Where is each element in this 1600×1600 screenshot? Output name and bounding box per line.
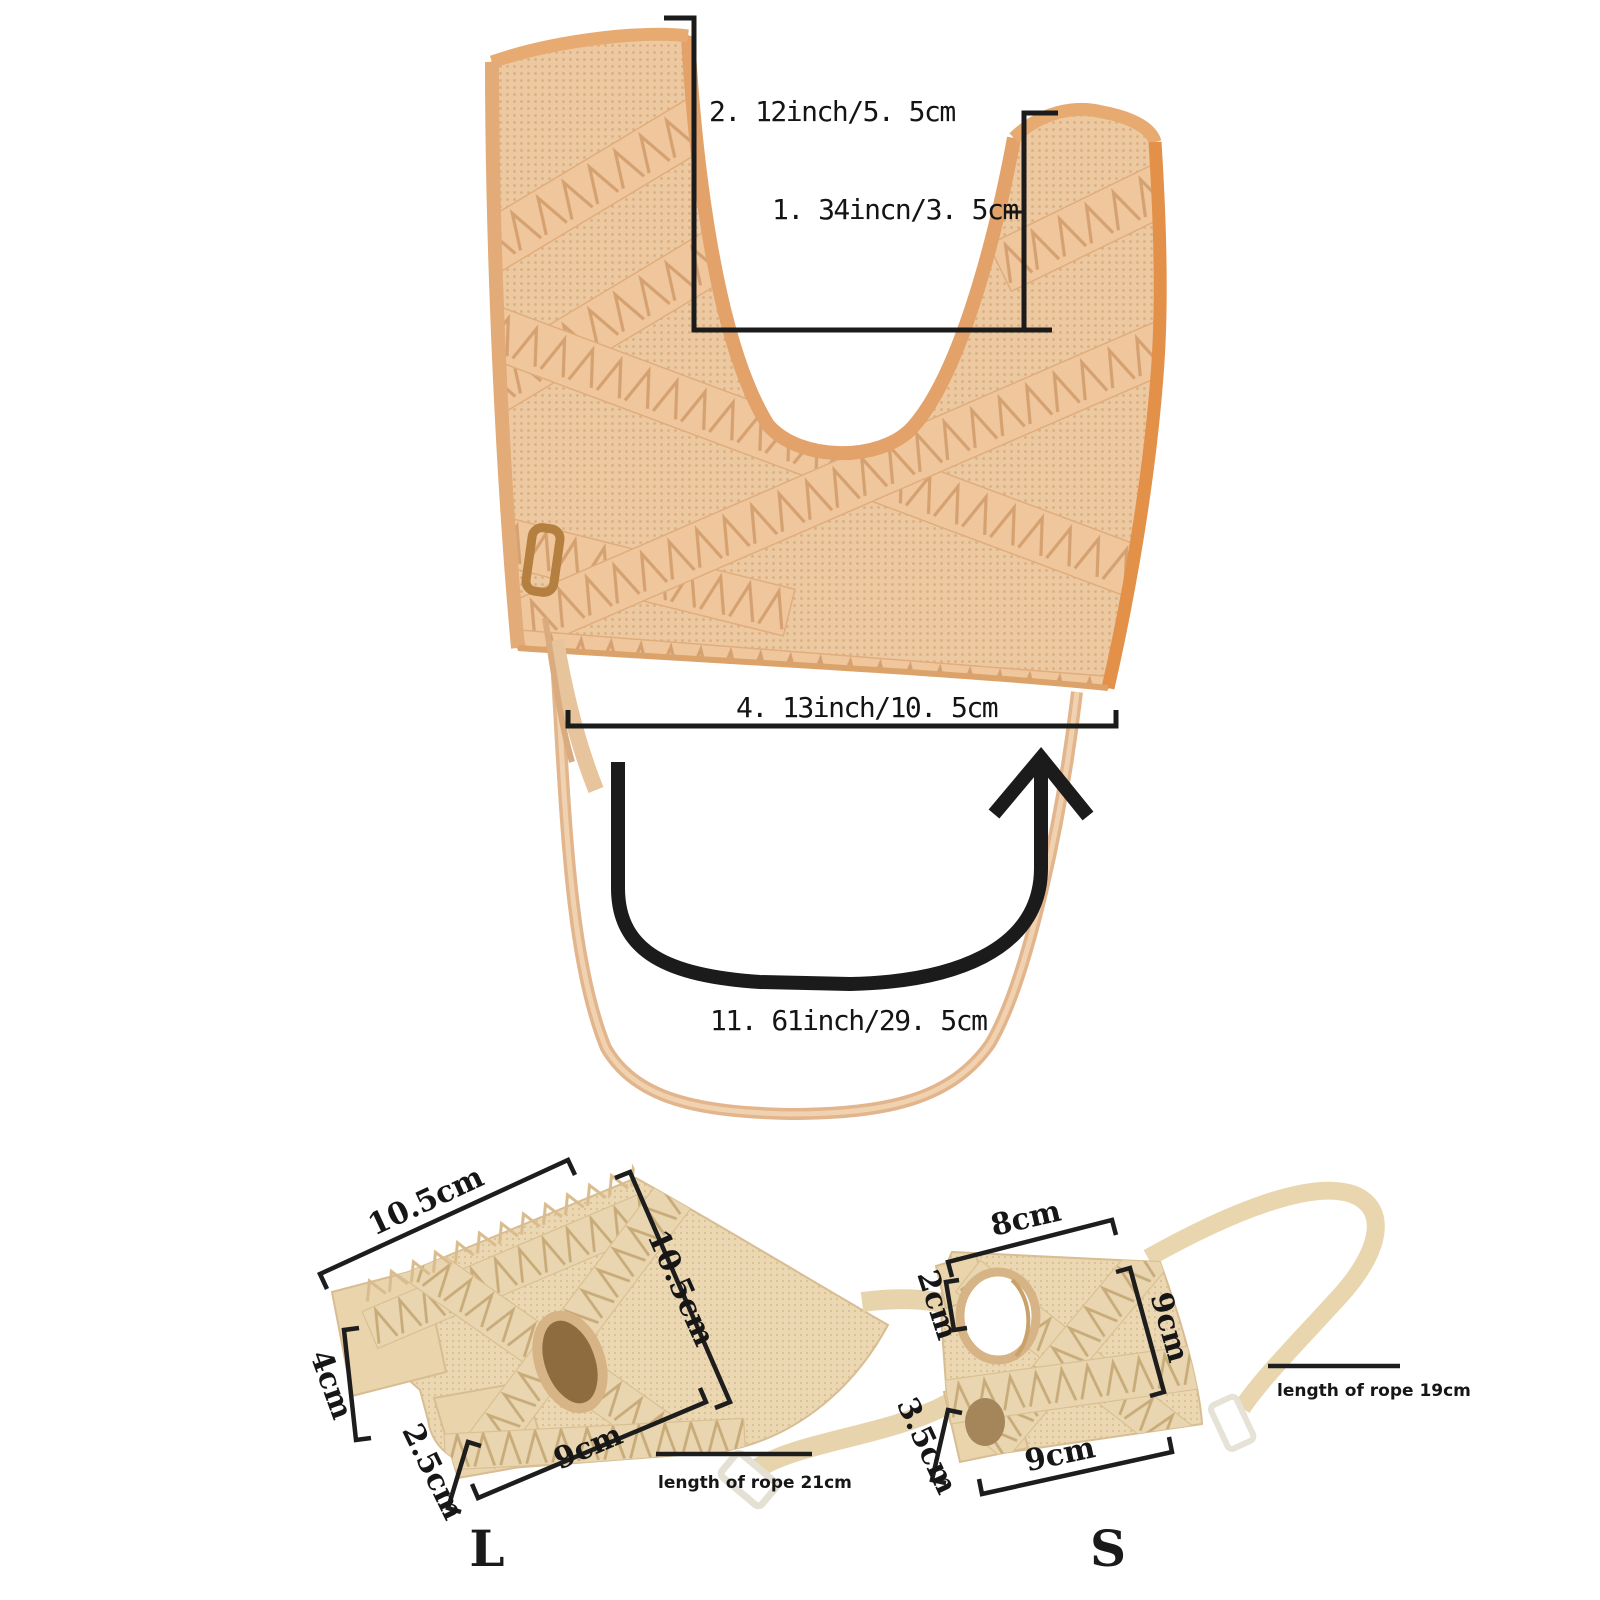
dim-label-side-height: 2. 12inch/5. 5cm xyxy=(709,95,955,128)
strap-band xyxy=(492,320,1161,673)
loose-strap-end xyxy=(548,638,604,793)
left-edge-binding xyxy=(485,61,525,649)
dim-label-width: 4. 13inch/10. 5cm xyxy=(736,691,998,724)
s-rope-strap xyxy=(1143,1181,1385,1414)
rope-curve-arrow xyxy=(611,762,1048,992)
dim-label-front-height: 1. 34incn/3. 5cm xyxy=(772,193,1018,226)
l-dim-line-top xyxy=(317,1157,578,1290)
l-dim-line-left xyxy=(341,1325,372,1443)
l-dim-line-bottom xyxy=(469,1387,709,1501)
dim-bracket-width xyxy=(565,710,1119,729)
dim-line-side-height xyxy=(664,15,1052,333)
rope-strap-highlight xyxy=(554,675,1080,1117)
s-rope-note: length of rope 19cm xyxy=(1277,1381,1471,1401)
l-rope-note: length of rope 21cm xyxy=(658,1473,852,1493)
main-dimension-labels: 2. 12inch/5. 5cm 1. 34incn/3. 5cm 4. 13i… xyxy=(709,95,1020,1037)
d-ring-buckle xyxy=(521,523,565,597)
right-edge-binding xyxy=(1101,141,1167,690)
neckline-binding xyxy=(681,35,1021,461)
size-l-photo xyxy=(330,1162,1003,1510)
size-s-photo xyxy=(934,1181,1385,1464)
size-s-annotations xyxy=(929,1217,1400,1497)
strap-band xyxy=(987,160,1161,293)
rope-strap xyxy=(551,675,1083,1121)
l-dim-line-right xyxy=(614,1169,733,1411)
s-dim-line-right xyxy=(1115,1265,1167,1399)
hem-band xyxy=(944,1342,1202,1425)
main-product-photo xyxy=(485,27,1167,1121)
s-toe-notch xyxy=(955,1267,1041,1365)
l-strap-hook-icon xyxy=(717,1449,780,1510)
dim-label-rope-length: 11. 61inch/29. 5cm xyxy=(710,1004,987,1037)
l-dim-line-bottom-cuff xyxy=(445,1439,482,1515)
s-dim-line-top xyxy=(945,1217,1119,1278)
loose-strap-end-2 xyxy=(542,617,575,763)
s-ankle-hole xyxy=(965,1398,1005,1446)
s-dim-line-bottom-cuff xyxy=(929,1407,963,1486)
s-dim-line-left xyxy=(943,1277,968,1333)
main-dimension-annotations xyxy=(565,15,1119,992)
l-toe-hole xyxy=(532,1310,608,1414)
size-l-letter: L xyxy=(469,1519,504,1578)
size-s-letter: S xyxy=(1090,1519,1126,1578)
s-dim-line-bottom xyxy=(976,1436,1175,1497)
size-l-annotations xyxy=(317,1157,812,1515)
s-strap-hook-icon xyxy=(1208,1393,1257,1452)
dim-line-front-height xyxy=(1021,110,1058,330)
rope-curve-arrowhead xyxy=(988,746,1094,821)
l-dim-top: 10.5cm xyxy=(363,1159,490,1243)
l-zigzag-trim xyxy=(356,1162,643,1306)
right-shoulder-top-binding xyxy=(1009,102,1162,145)
left-shoulder-top-binding xyxy=(489,27,689,69)
bottom-hem-edge xyxy=(517,645,1109,691)
